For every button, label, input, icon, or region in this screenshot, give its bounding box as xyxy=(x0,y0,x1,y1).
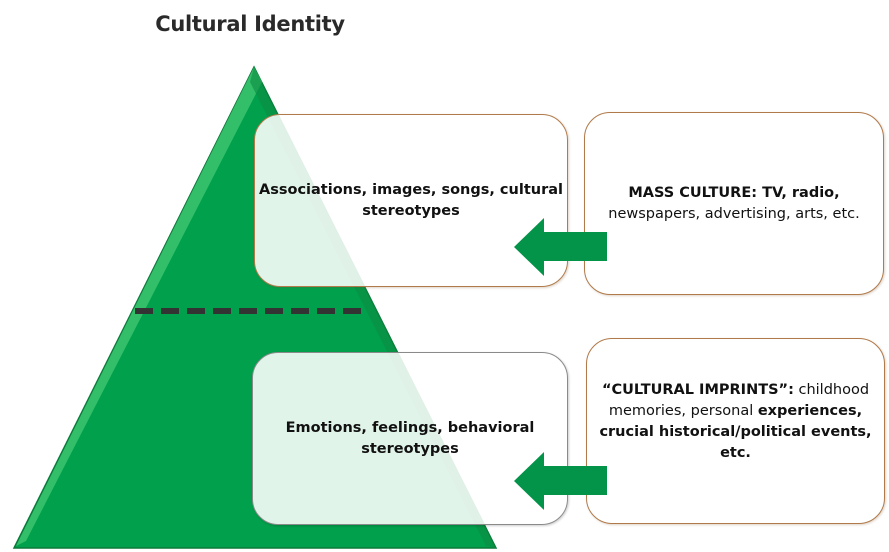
cultural-imprints-box: “CULTURAL IMPRINTS”: childhood memories,… xyxy=(586,338,885,524)
mass-culture-text: MASS CULTURE: TV, radio, newspapers, adv… xyxy=(608,183,859,225)
left-arrow-icon xyxy=(514,452,607,510)
cultural-imprints-detail-4: crucial historical/political events, xyxy=(599,424,872,440)
upper-level-line2: stereotypes xyxy=(362,202,460,219)
cultural-imprints-detail-1: childhood xyxy=(793,382,870,398)
cultural-imprints-heading: “CULTURAL IMPRINTS”: xyxy=(601,382,794,398)
lower-level-text: Emotions, feelings, behavioral stereotyp… xyxy=(286,418,535,460)
mass-culture-box: MASS CULTURE: TV, radio, newspapers, adv… xyxy=(584,112,884,295)
lower-level-box: Emotions, feelings, behavioral stereotyp… xyxy=(252,352,568,525)
pyramid-left-bevel xyxy=(16,67,262,546)
lower-level-line1: Emotions, feelings, behavioral xyxy=(285,419,535,436)
upper-level-text: Associations, images, songs, cultural st… xyxy=(259,180,563,222)
lower-level-line2: stereotypes xyxy=(361,440,459,457)
mass-culture-detail: newspapers, advertising, arts, etc. xyxy=(608,205,860,222)
cultural-imprints-text: “CULTURAL IMPRINTS”: childhood memories,… xyxy=(599,380,871,464)
upper-level-line1: Associations, images, songs, cultural xyxy=(259,181,563,198)
mass-culture-heading: MASS CULTURE: TV, radio, xyxy=(628,184,840,201)
left-arrow-icon xyxy=(514,218,607,276)
cultural-imprints-detail-2: memories, personal xyxy=(608,403,758,419)
cultural-imprints-detail-3: experiences, xyxy=(757,403,863,419)
cultural-imprints-detail-5: etc. xyxy=(720,445,751,461)
upper-level-box: Associations, images, songs, cultural st… xyxy=(254,114,568,287)
diagram-title: Cultural Identity xyxy=(155,12,345,36)
